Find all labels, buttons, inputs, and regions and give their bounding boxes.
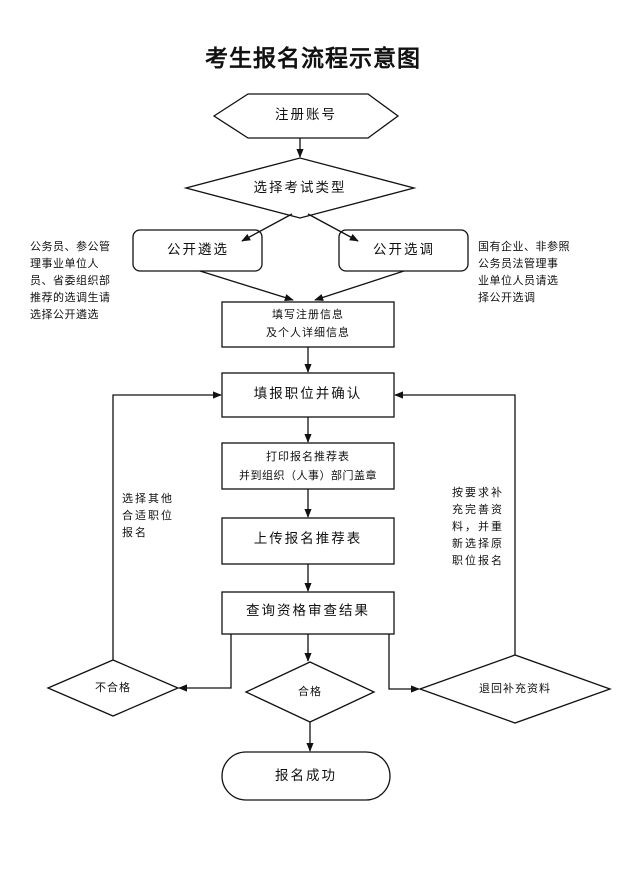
choose-type-label: 选择考试类型 — [253, 180, 347, 196]
return-shape — [418, 654, 612, 724]
pass-label: 合格 — [298, 685, 322, 698]
page-title: 考生报名流程示意图 — [205, 46, 421, 72]
note-right-mid: 按要求补 充完善资 料，并重 新选择原 职位报名 — [452, 484, 504, 569]
note-left-top: 公务员、参公管 理事业单位人 员、省委组织部 推荐的选调生请 选择公开遴选 — [30, 238, 111, 323]
public-transfer-label: 公开选调 — [373, 242, 435, 258]
upload-label: 上传报名推荐表 — [253, 531, 363, 547]
note-left-mid-line: 选择其他 — [122, 492, 174, 505]
note-left-top-line: 员、省委组织部 — [30, 274, 111, 288]
note-right-mid-line: 新选择原 — [452, 537, 504, 551]
note-right-top: 国有企业、非参照 公务员法管理事 业单位人员请选 择公开选调 — [478, 238, 570, 306]
note-left-top-line: 选择公开遴选 — [30, 308, 99, 322]
arrow-query-to-return — [388, 634, 420, 693]
note-right-top-line: 公务员法管理事 — [478, 257, 559, 271]
note-right-mid-line: 按要求补 — [452, 486, 504, 499]
public-select-shape — [132, 229, 263, 272]
public-select-label: 公开遴选 — [167, 242, 229, 258]
fill-info-label-line1: 填写注册信息 — [272, 308, 344, 321]
query-label: 查询资格审查结果 — [246, 603, 370, 619]
fill-position-label: 填报职位并确认 — [253, 386, 363, 402]
note-left-top-line: 理事业单位人 — [30, 257, 99, 271]
arrow-type-to-transfer — [307, 213, 359, 242]
arrow-fail-back-to-position — [112, 391, 222, 660]
note-left-top-line: 推荐的选调生请 — [30, 291, 111, 305]
print-label-line1: 打印报名推荐表 — [266, 450, 350, 463]
success-shape — [221, 751, 391, 801]
note-left-mid-line: 合适职位 — [122, 509, 174, 523]
note-right-top-line: 国有企业、非参照 — [478, 240, 570, 253]
note-right-mid-line: 充完善资 — [452, 503, 504, 517]
register-shape — [212, 93, 400, 139]
arrow-transfer-to-fill — [314, 270, 405, 301]
fill-info-label-line2: 及个人详细信息 — [266, 326, 350, 339]
register-label: 注册账号 — [275, 107, 337, 123]
note-left-mid: 选择其他 合适职位 报名 — [122, 490, 174, 541]
fail-label: 不合格 — [95, 681, 131, 694]
arrow-return-back-to-position — [394, 391, 516, 655]
note-right-top-line: 业单位人员请选 — [478, 274, 559, 288]
choose-type-shape — [183, 157, 417, 219]
pass-shape — [244, 661, 376, 723]
arrow-type-to-select — [241, 213, 293, 242]
note-right-mid-line: 职位报名 — [452, 554, 504, 568]
arrow-select-to-fill — [199, 270, 294, 302]
note-left-mid-line: 报名 — [122, 526, 148, 540]
note-right-top-line: 择公开选调 — [478, 291, 536, 305]
note-left-top-line: 公务员、参公管 — [30, 240, 111, 253]
fail-shape — [46, 659, 180, 717]
note-right-mid-line: 料，并重 — [452, 520, 504, 534]
success-label: 报名成功 — [275, 768, 337, 784]
return-label: 退回补充资料 — [479, 682, 551, 695]
arrow-query-to-fail — [178, 634, 232, 692]
print-label-line2: 并到组织（人事）部门盖章 — [239, 469, 377, 482]
